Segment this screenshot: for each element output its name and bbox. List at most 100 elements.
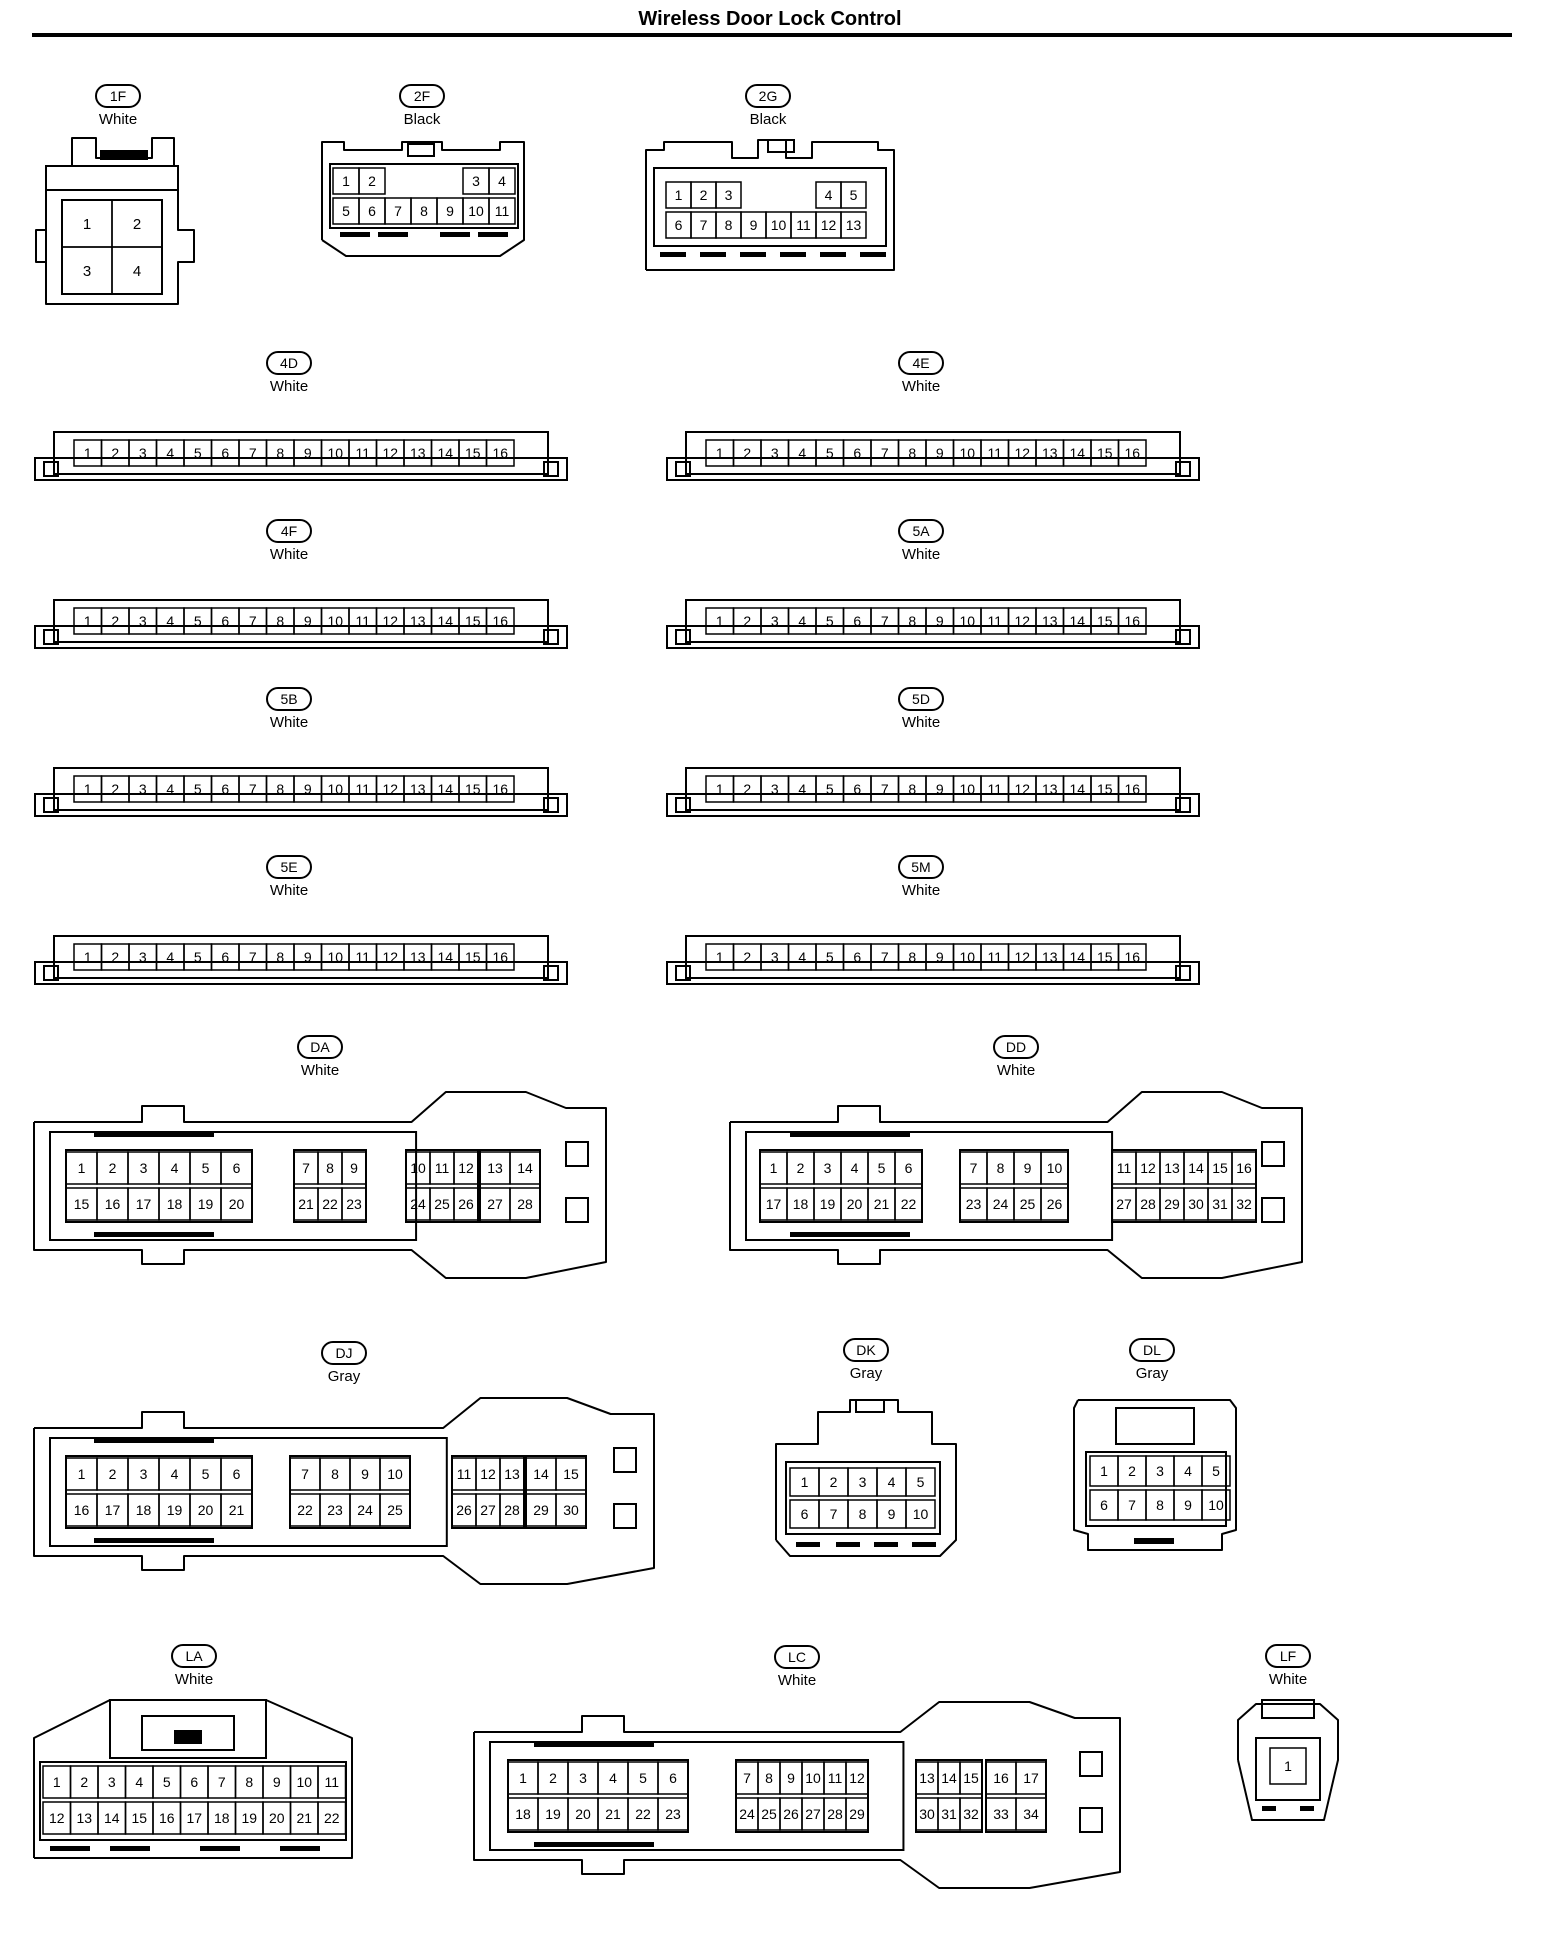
connector-id-badge — [1265, 1644, 1311, 1668]
pin-number: 9 — [273, 1774, 281, 1790]
connector-id: 2G — [759, 88, 778, 104]
pin-number: 26 — [1047, 1196, 1063, 1212]
pin-number: 15 — [1097, 949, 1113, 965]
connector-id-badge — [898, 519, 944, 543]
pin-number: 14 — [941, 1770, 957, 1786]
pin-number: 5 — [342, 203, 350, 219]
pin-number: 20 — [198, 1502, 214, 1518]
pin-number: 18 — [515, 1806, 531, 1822]
pin-number: 10 — [327, 613, 343, 629]
pin-cell — [1269, 1747, 1307, 1785]
pin-number: 4 — [609, 1770, 617, 1786]
pin-cell — [341, 1151, 367, 1185]
pin-number: 6 — [233, 1160, 241, 1176]
latch-slot — [820, 252, 846, 257]
pin-number: 15 — [465, 781, 481, 797]
pin-cell — [485, 607, 515, 635]
pin-number: 13 — [410, 781, 426, 797]
pin-number: 11 — [355, 445, 370, 461]
pin-number: 1 — [519, 1770, 527, 1786]
connector-id: 4D — [280, 355, 298, 371]
pin-number: 6 — [221, 781, 229, 797]
pin-number: 4 — [1184, 1463, 1192, 1479]
pin-number: 7 — [881, 949, 889, 965]
housing-outline — [49, 1437, 448, 1547]
pin-number: 12 — [458, 1160, 474, 1176]
pin-number: 18 — [167, 1196, 183, 1212]
housing-outline — [53, 599, 549, 643]
housing-outline — [685, 767, 1181, 811]
pin-number: 19 — [820, 1196, 836, 1212]
pin-number: 10 — [959, 781, 975, 797]
pin-cell — [499, 1457, 525, 1491]
pin-number: 8 — [765, 1770, 773, 1786]
pin-number: 15 — [465, 949, 481, 965]
pin-number: 11 — [987, 445, 1002, 461]
pin-number: 22 — [322, 1196, 338, 1212]
pin-number: 14 — [437, 949, 453, 965]
pin-number: 10 — [959, 613, 975, 629]
pin-number: 25 — [434, 1196, 450, 1212]
pin-number: 9 — [304, 949, 312, 965]
pin-number: 12 — [49, 1810, 65, 1826]
pin-number: 7 — [700, 217, 708, 233]
pin-number: 5 — [826, 445, 834, 461]
pin-number: 21 — [229, 1502, 245, 1518]
pin-number: 30 — [1188, 1196, 1204, 1212]
pin-number: 16 — [492, 949, 508, 965]
pin-number: 3 — [140, 1466, 148, 1482]
pin-block — [451, 1455, 525, 1529]
pin-number: 3 — [725, 187, 733, 203]
pin-number: 2 — [368, 173, 376, 189]
pin-cell — [1117, 607, 1147, 635]
pin-block — [959, 1149, 1069, 1223]
pin-number: 26 — [456, 1502, 472, 1518]
pin-number: 7 — [830, 1506, 838, 1522]
pin-number: 3 — [139, 949, 147, 965]
pin-number: 7 — [970, 1160, 978, 1176]
pin-number: 6 — [221, 949, 229, 965]
pin-number: 5 — [163, 1774, 171, 1790]
pin-number: 2 — [111, 445, 119, 461]
pin-number: 14 — [1069, 445, 1085, 461]
connector-color: Black — [404, 111, 441, 128]
pin-number: 1 — [84, 949, 92, 965]
pin-number: 2 — [111, 949, 119, 965]
pin-number: 12 — [1014, 949, 1030, 965]
pin-number: 4 — [166, 781, 174, 797]
pin-number: 14 — [1069, 613, 1085, 629]
pin-number: 9 — [936, 781, 944, 797]
pin-cell — [485, 439, 515, 467]
pin-number: 10 — [959, 445, 975, 461]
housing-outline — [653, 167, 887, 247]
pin-number: 29 — [533, 1502, 549, 1518]
pin-number: 6 — [853, 445, 861, 461]
latch-slot — [200, 1846, 240, 1851]
pin-number: 16 — [492, 781, 508, 797]
pin-number: 28 — [517, 1196, 533, 1212]
housing-outline — [1079, 1751, 1103, 1777]
latch-slot — [478, 232, 508, 237]
housing-outline — [565, 1141, 589, 1167]
pin-cell — [1231, 1151, 1257, 1185]
pin-number: 23 — [346, 1196, 362, 1212]
pin-number: 9 — [304, 781, 312, 797]
pin-number: 4 — [798, 613, 806, 629]
pin-number: 16 — [1124, 445, 1140, 461]
housing-outline — [329, 163, 519, 229]
pin-number: 4 — [498, 173, 506, 189]
latch-slot — [94, 1232, 214, 1237]
pin-number: 26 — [458, 1196, 474, 1212]
housing-outline — [543, 965, 559, 981]
pin-number: 11 — [435, 1160, 450, 1176]
pin-cell — [317, 1801, 347, 1835]
pin-number: 7 — [1128, 1497, 1136, 1513]
connector-color: Gray — [850, 1365, 883, 1382]
pin-number: 13 — [410, 445, 426, 461]
pin-number: 16 — [1124, 949, 1140, 965]
housing-outline — [1079, 1807, 1103, 1833]
pin-cell — [499, 1493, 525, 1527]
pin-number: 19 — [167, 1502, 183, 1518]
pin-number: 13 — [1042, 613, 1058, 629]
housing-outline — [1175, 797, 1191, 813]
